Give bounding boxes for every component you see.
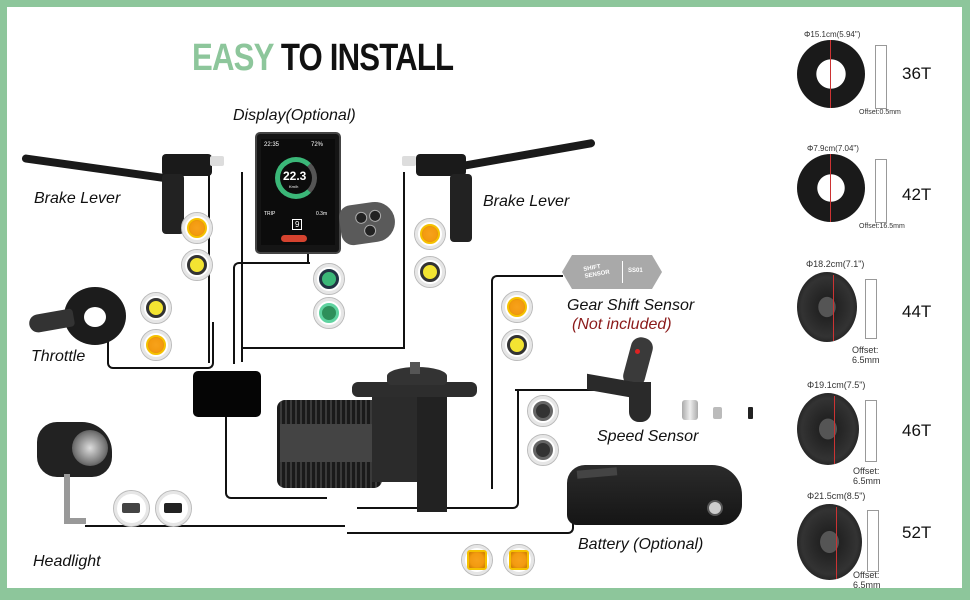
wire-right-brake-v [403, 172, 405, 349]
chainring-teeth: 44T [902, 302, 932, 321]
chainring-diameter: Φ18.2cm(7.1") [806, 259, 865, 269]
display-unit: 22:35 72% 22.3 Km/h TRIP 0.3m 9 [255, 132, 341, 254]
display-brand-badge [281, 235, 307, 242]
left-brake-label: Brake Lever [34, 190, 121, 207]
wire-display [233, 262, 310, 364]
magnet-part [682, 400, 698, 420]
chainring-red-line [833, 275, 834, 341]
chainring-offset: Offset:16.5mm [859, 223, 905, 230]
chainring-diameter: Φ19.1cm(7.5") [807, 380, 866, 390]
right-brake-label: Brake Lever [483, 193, 570, 210]
wire-controller-down [225, 417, 327, 499]
chainring-diameter: Φ7.9cm(7.04") [807, 144, 859, 153]
wire-right-brake-h [241, 347, 405, 349]
chainring-offset: Offset: 6.5mm [853, 570, 881, 588]
chainring-offset: Offset: 6.5mm [853, 466, 881, 486]
offset-drawing [875, 45, 887, 109]
chainring-image [797, 272, 857, 342]
headlight-connector-1 [113, 490, 150, 527]
wire-right-brake [241, 172, 407, 362]
chainring-red-line [834, 396, 835, 464]
battery-connector-2 [503, 544, 535, 576]
offset-drawing [865, 400, 877, 462]
chainring-red-line [830, 40, 831, 108]
wire-throttle [107, 322, 214, 369]
display-gear: 9 [292, 219, 303, 230]
chainring-offset: Offset:0.5mm [859, 109, 901, 116]
display-battery: 72% [311, 142, 324, 148]
chainring-teeth: 46T [902, 421, 932, 440]
chainring-teeth: 42T [902, 185, 932, 204]
display-trip-label: TRIP [264, 211, 276, 217]
chainring-diameter: Φ21.5cm(8.5") [807, 491, 866, 501]
battery-image [567, 465, 742, 525]
screw-part-2 [748, 407, 753, 419]
offset-drawing [875, 159, 887, 223]
battery-label: Battery (Optional) [578, 536, 704, 553]
offset-drawing [865, 279, 877, 339]
gear-shift-sensor-label: Gear Shift Sensor [567, 297, 695, 314]
display-trip-value: 0.3m [316, 211, 328, 217]
battery-connector-1 [461, 544, 493, 576]
speed-sensor-label: Speed Sensor [597, 428, 699, 445]
chainring-diameter: Φ15.1cm(5.94") [804, 30, 861, 39]
chainring-teeth: 36T [902, 64, 932, 83]
display-unit-kmh: Km/h [289, 184, 299, 189]
battery-lock [707, 500, 723, 516]
throttle-image [27, 287, 129, 347]
speed-sensor-image [587, 335, 667, 427]
chainring-offset: Offset: 6.5mm [852, 345, 880, 365]
screw-part-1 [713, 407, 722, 419]
left-brake-connector-2 [181, 249, 213, 281]
chainring-image [797, 504, 862, 580]
headlight-image [32, 412, 122, 527]
headlight-connector-2 [155, 490, 192, 527]
speed-sensor-connector-2 [527, 434, 559, 466]
chainring-teeth: 52T [902, 523, 932, 542]
right-brake-connector-2 [414, 256, 446, 288]
display-time: 22:35 [264, 142, 280, 148]
left-brake-lever-image [21, 154, 224, 244]
chainring-red-line [836, 507, 837, 579]
throttle-connector-1 [140, 292, 172, 324]
throttle-connector-2 [140, 329, 172, 361]
left-brake-connector-1 [181, 212, 213, 244]
title-to-install: TO INSTALL [280, 37, 454, 79]
mid-drive-motor [277, 362, 492, 512]
chainring-image [797, 393, 859, 465]
display-label: Display(Optional) [233, 107, 356, 124]
wire-headlight [85, 525, 345, 527]
right-brake-connector-1 [414, 218, 446, 250]
gear-sensor-connector-1 [501, 291, 533, 323]
wire-speed-sensor-top [515, 389, 595, 391]
speed-sensor-connector-1 [527, 395, 559, 427]
offset-drawing [867, 510, 879, 572]
wire-display-v [307, 247, 309, 264]
headlight-label: Headlight [33, 553, 101, 570]
display-connector-male [313, 297, 345, 329]
display-speed: 22.3 [283, 169, 307, 183]
display-connector-female [313, 263, 345, 295]
speed-gauge [275, 157, 317, 199]
gear-sensor-model: SS01 [628, 268, 643, 274]
diagram-frame: EASY TO INSTALL Display(Optional) 22:35 … [7, 7, 962, 588]
title-easy: EASY [192, 37, 274, 79]
wire-gear-sensor [491, 275, 563, 489]
throttle-label: Throttle [31, 348, 86, 365]
chainring-red-line [830, 154, 831, 222]
gear-shift-sensor-note: (Not included) [572, 316, 672, 333]
gear-shift-sensor-image: SHIFT SENSOR SS01 [562, 255, 662, 289]
chainring-image [797, 40, 865, 108]
right-brake-lever-image [402, 138, 602, 254]
gear-sensor-connector-2 [501, 329, 533, 361]
gear-sensor-text: SHIFT SENSOR [583, 264, 611, 280]
chainring-image [797, 154, 865, 222]
page-title: EASY TO INSTALL [192, 37, 454, 80]
controller-box [193, 371, 261, 417]
